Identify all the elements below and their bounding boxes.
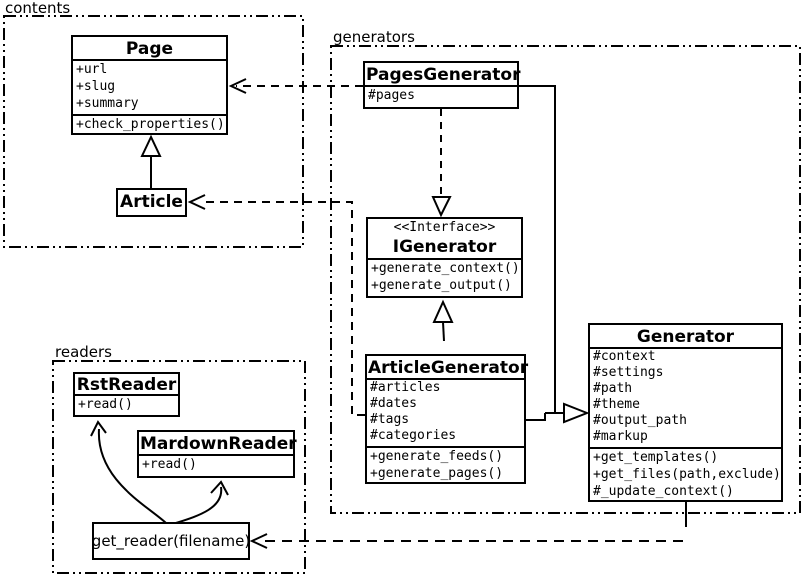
- class-mardownreader-name: MardownReader: [139, 434, 297, 456]
- class-igenerator-stereotype: <<Interface>>: [393, 220, 496, 235]
- class-articlegenerator: ArticleGenerator #articles #dates #tags …: [365, 354, 529, 484]
- class-pagesgenerator-attributes: #pages: [368, 88, 415, 103]
- dependency-generator-to-getreader-arrowhead: [249, 533, 268, 549]
- class-pagesgenerator: PagesGenerator #pages: [363, 61, 521, 109]
- arrow-getreader-to-mardownreader-arrowhead: [210, 480, 229, 496]
- class-generator-attributes: #context #settings #path #theme #output_…: [590, 349, 781, 449]
- class-page-attributes: +url +slug +summary: [73, 61, 226, 116]
- class-pagesgenerator-name: PagesGenerator: [365, 65, 521, 87]
- inheritance-article-to-page-triangle: [140, 134, 162, 157]
- package-label-generators: generators: [333, 28, 415, 46]
- class-article-name: Article: [120, 192, 183, 212]
- class-rstreader-methods: +read(): [78, 397, 133, 412]
- inheritance-to-generator-triangle: [563, 402, 590, 424]
- arrow-getreader-to-rstreader-curve: [97, 428, 167, 524]
- package-generators-border: [330, 45, 801, 514]
- inheritance-articlegenerator-to-generator-line: [526, 413, 546, 421]
- realization-articlegenerator-to-igenerator-line: [442, 321, 445, 342]
- package-contents-border: [3, 15, 304, 248]
- class-generator-methods: +get_templates() +get_files(path,exclude…: [593, 450, 781, 499]
- function-box-get-reader-label: get_reader(filename): [91, 532, 251, 550]
- package-label-readers: readers: [55, 343, 112, 361]
- dependency-articlegenerator-to-article-arrowhead: [187, 194, 206, 210]
- class-page-name: Page: [73, 37, 226, 61]
- class-mardownreader-methods: +read(): [142, 457, 197, 472]
- function-box-get-reader: get_reader(filename): [92, 522, 250, 560]
- class-page-methods: +check_properties(): [76, 117, 225, 132]
- class-article: Article: [116, 188, 187, 217]
- arrow-getreader-to-rstreader-arrowhead: [90, 420, 107, 437]
- class-mardownreader: MardownReader +read(): [137, 430, 297, 478]
- class-igenerator: <<Interface>> IGenerator +generate_conte…: [366, 217, 523, 298]
- realization-articlegenerator-to-igenerator-triangle: [432, 299, 454, 323]
- class-igenerator-methods: +generate_context() +generate_output(): [371, 261, 520, 293]
- dependency-articlegenerator-to-article-line: [200, 201, 365, 416]
- class-igenerator-name: IGenerator: [392, 237, 497, 257]
- package-label-contents: contents: [5, 0, 71, 17]
- class-articlegenerator-name: ArticleGenerator: [367, 358, 529, 380]
- class-articlegenerator-attributes: #articles #dates #tags #categories: [367, 380, 524, 448]
- dependency-pagesgenerator-to-page-arrowhead: [228, 78, 247, 94]
- class-igenerator-header: <<Interface>> IGenerator: [368, 219, 521, 260]
- class-articlegenerator-methods: +generate_feeds() +generate_pages(): [370, 449, 504, 481]
- class-generator-name: Generator: [590, 325, 781, 349]
- arrow-getreader-to-mardownreader-curve: [175, 486, 223, 524]
- inheritance-pagesgenerator-to-generator-line: [519, 85, 556, 413]
- package-readers-border: [52, 360, 306, 574]
- class-generator: Generator #context #settings #path #them…: [588, 323, 783, 502]
- realization-pagesgenerator-to-igenerator-triangle: [431, 196, 452, 218]
- class-rstreader: RstReader +read(): [73, 372, 180, 417]
- class-page: Page +url +slug +summary +check_properti…: [71, 35, 228, 135]
- class-rstreader-name: RstReader: [75, 375, 178, 396]
